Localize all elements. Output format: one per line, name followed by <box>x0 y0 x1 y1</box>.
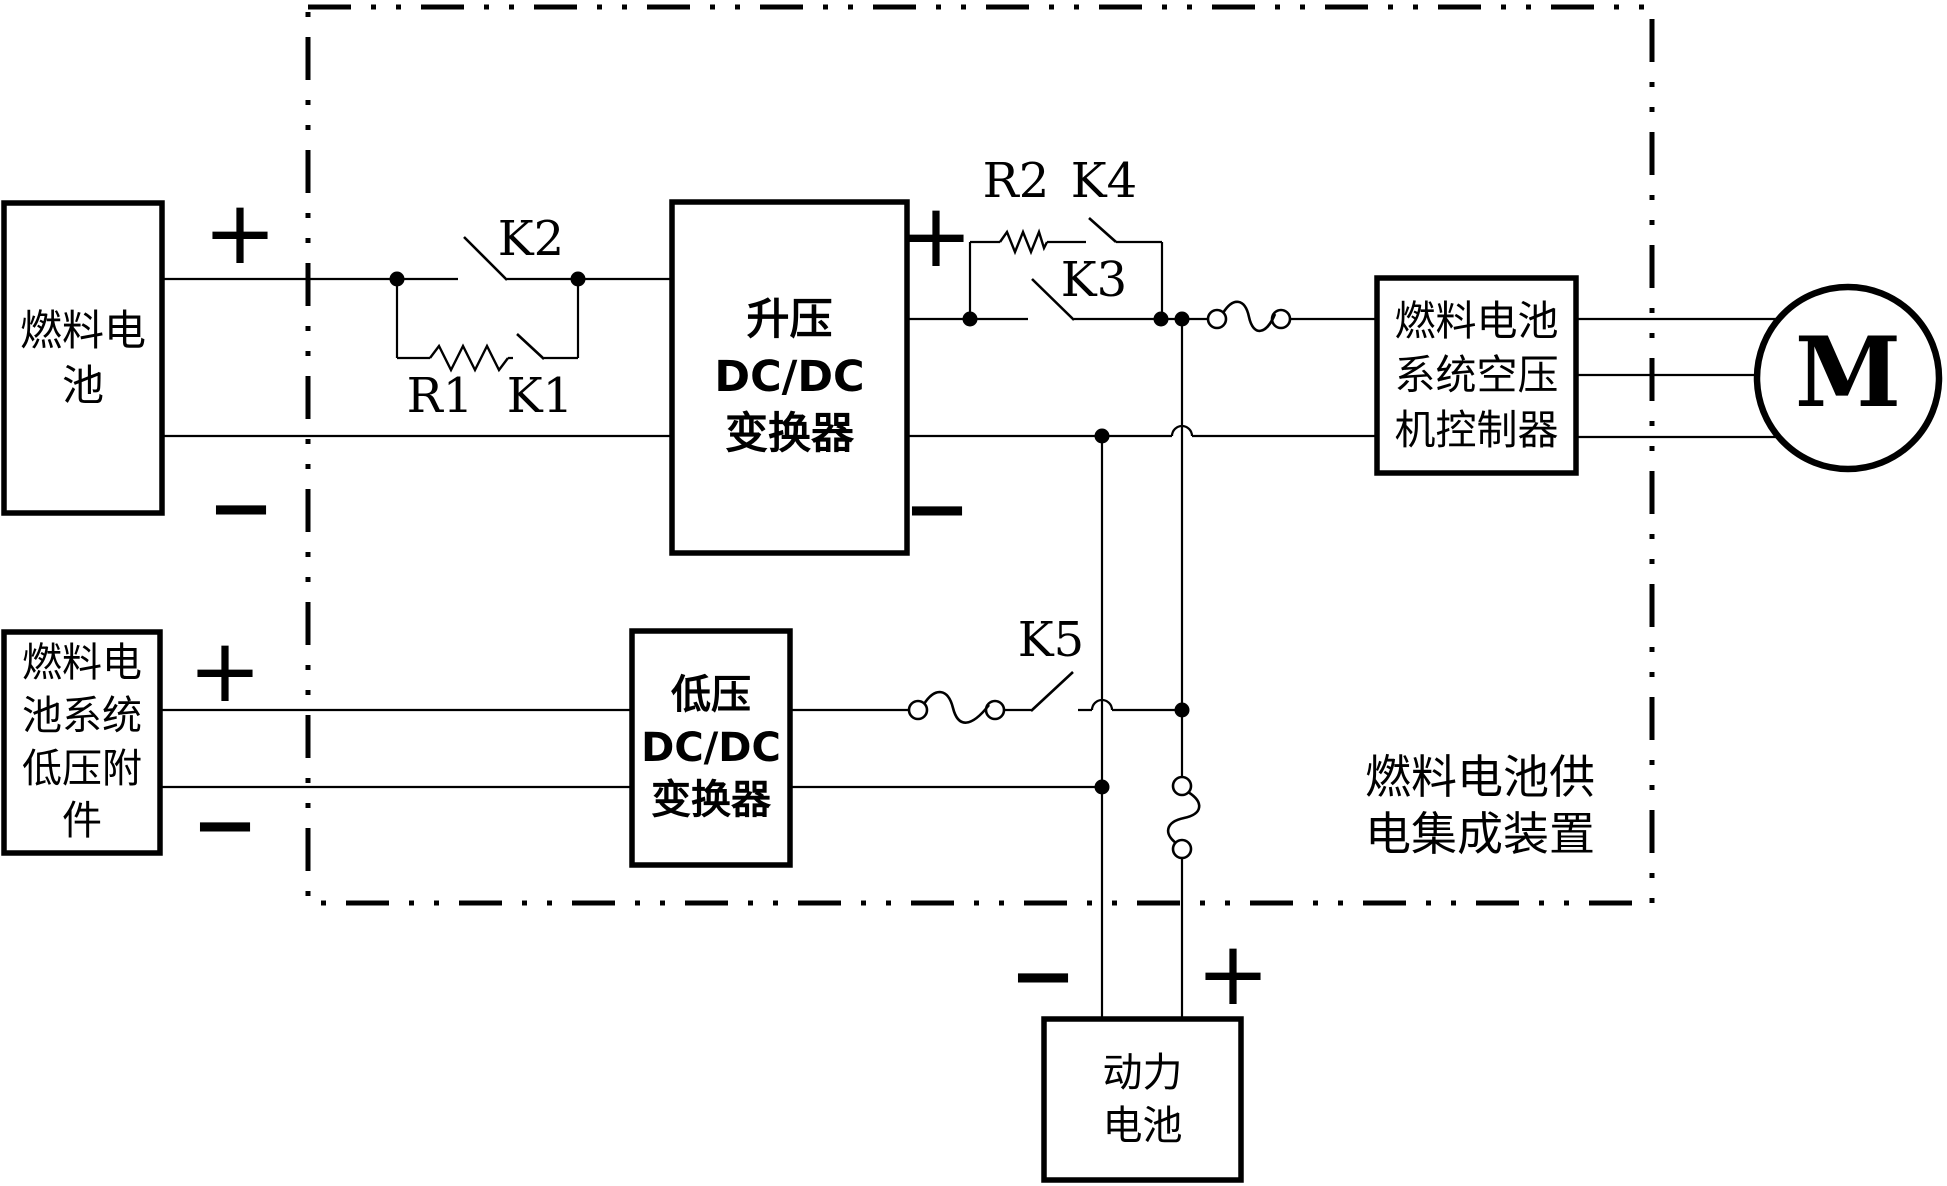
motor-label: M <box>1794 316 1902 430</box>
fuel-cell-label-line: 燃料电 <box>19 305 146 355</box>
resistor-r2-label: R2 <box>982 153 1050 209</box>
lv-accessory-plus-sign: + <box>188 619 262 722</box>
battery-box-outline <box>1041 1016 1244 1183</box>
lv-accessory-label-line: 池系统 <box>22 692 142 739</box>
lv-accessory-minus-sign: − <box>191 778 259 871</box>
lv-accessory-label-line: 件 <box>62 798 102 845</box>
battery-minus-sign: − <box>1009 929 1077 1022</box>
switch-k3-label: K3 <box>1060 252 1128 308</box>
lv-accessory-box-outline <box>1 629 163 856</box>
lv-dcdc-label-line: DC/DC <box>641 724 781 771</box>
wires <box>160 240 1780 1019</box>
boost-dcdc-label-line: 变换器 <box>725 408 854 459</box>
wire-lvdc-plus <box>790 698 1182 712</box>
wire-r1k1-branch <box>395 279 580 360</box>
lv-accessory-box: 燃料电 池系统 低压附 件 <box>4 632 160 853</box>
enclosure-caption-line: 燃料电池供 <box>1365 749 1595 804</box>
switch-k5-label: K5 <box>1017 612 1085 668</box>
fuel-cell-plus-sign: + <box>203 181 277 284</box>
fuse-lvdc-output <box>907 690 1006 724</box>
resistor-r1-symbol <box>429 343 509 373</box>
switch-k4-label: K4 <box>1070 153 1138 209</box>
power-battery-box: 动力 电池 <box>1044 1019 1241 1180</box>
switch-blades <box>463 217 1117 712</box>
battery-plus-sign: + <box>1196 922 1270 1025</box>
wire-boost-minus <box>907 424 1377 438</box>
boost-dcdc-box-outline <box>669 199 910 556</box>
lv-dcdc-box: 低压 DC/DC 变换器 <box>632 631 790 865</box>
switch-k4-blade <box>1088 217 1117 243</box>
lv-accessory-label-line: 低压附 <box>22 745 142 792</box>
switch-k1-blade <box>516 333 545 360</box>
boost-output-plus-sign: + <box>899 184 973 287</box>
fuel-cell-box-outline <box>1 200 165 516</box>
resistor-r1-label: R1 <box>406 368 474 424</box>
resistor-r2-symbol <box>999 228 1049 256</box>
boost-dcdc-label-line: 升压DC/DC <box>714 295 865 403</box>
switch-k2-label: K2 <box>497 211 565 267</box>
controller-label-line: 燃料电池 <box>1394 297 1559 346</box>
wire-r2k4-branch <box>968 240 1164 319</box>
fuel-cell-box: 燃料电 池 <box>4 203 162 513</box>
controller-label-line: 系统空压 <box>1394 351 1559 400</box>
enclosure-caption-line: 电集成装置 <box>1365 807 1595 861</box>
lv-dcdc-label-line: 变换器 <box>651 777 771 824</box>
boost-output-minus-sign: − <box>903 462 971 555</box>
controller-label-line: 机控制器 <box>1394 405 1559 454</box>
air-compressor-controller-box: 燃料电池 系统空压 机控制器 <box>1377 278 1576 473</box>
fuel-cell-minus-sign: − <box>207 461 275 554</box>
battery-label-line: 动力 <box>1102 1049 1183 1096</box>
fuel-cell-label-line: 池 <box>61 361 104 410</box>
battery-label-line: 电池 <box>1102 1102 1183 1149</box>
switch-k1-label: K1 <box>506 368 574 424</box>
boost-dcdc-box: 升压DC/DC 变换器 <box>672 202 907 553</box>
lv-accessory-label-line: 燃料电 <box>22 639 142 686</box>
enclosure-caption: 燃料电池供 电集成装置 <box>1365 749 1595 863</box>
motor-circle-outline <box>1753 283 1943 473</box>
component-box-outlines <box>1 199 1943 1183</box>
switch-k3-blade <box>1031 278 1075 321</box>
switch-k2-blade <box>463 236 508 281</box>
junction-dots <box>389 271 1190 795</box>
fuse-battery-plus <box>1166 775 1201 860</box>
fuse-main-bus <box>1206 300 1292 333</box>
lv-dcdc-box-outline <box>629 628 793 868</box>
controller-box-outline <box>1374 275 1579 476</box>
lv-dcdc-label-line: 低压 <box>671 671 751 718</box>
switch-k5-blade <box>1030 671 1074 712</box>
